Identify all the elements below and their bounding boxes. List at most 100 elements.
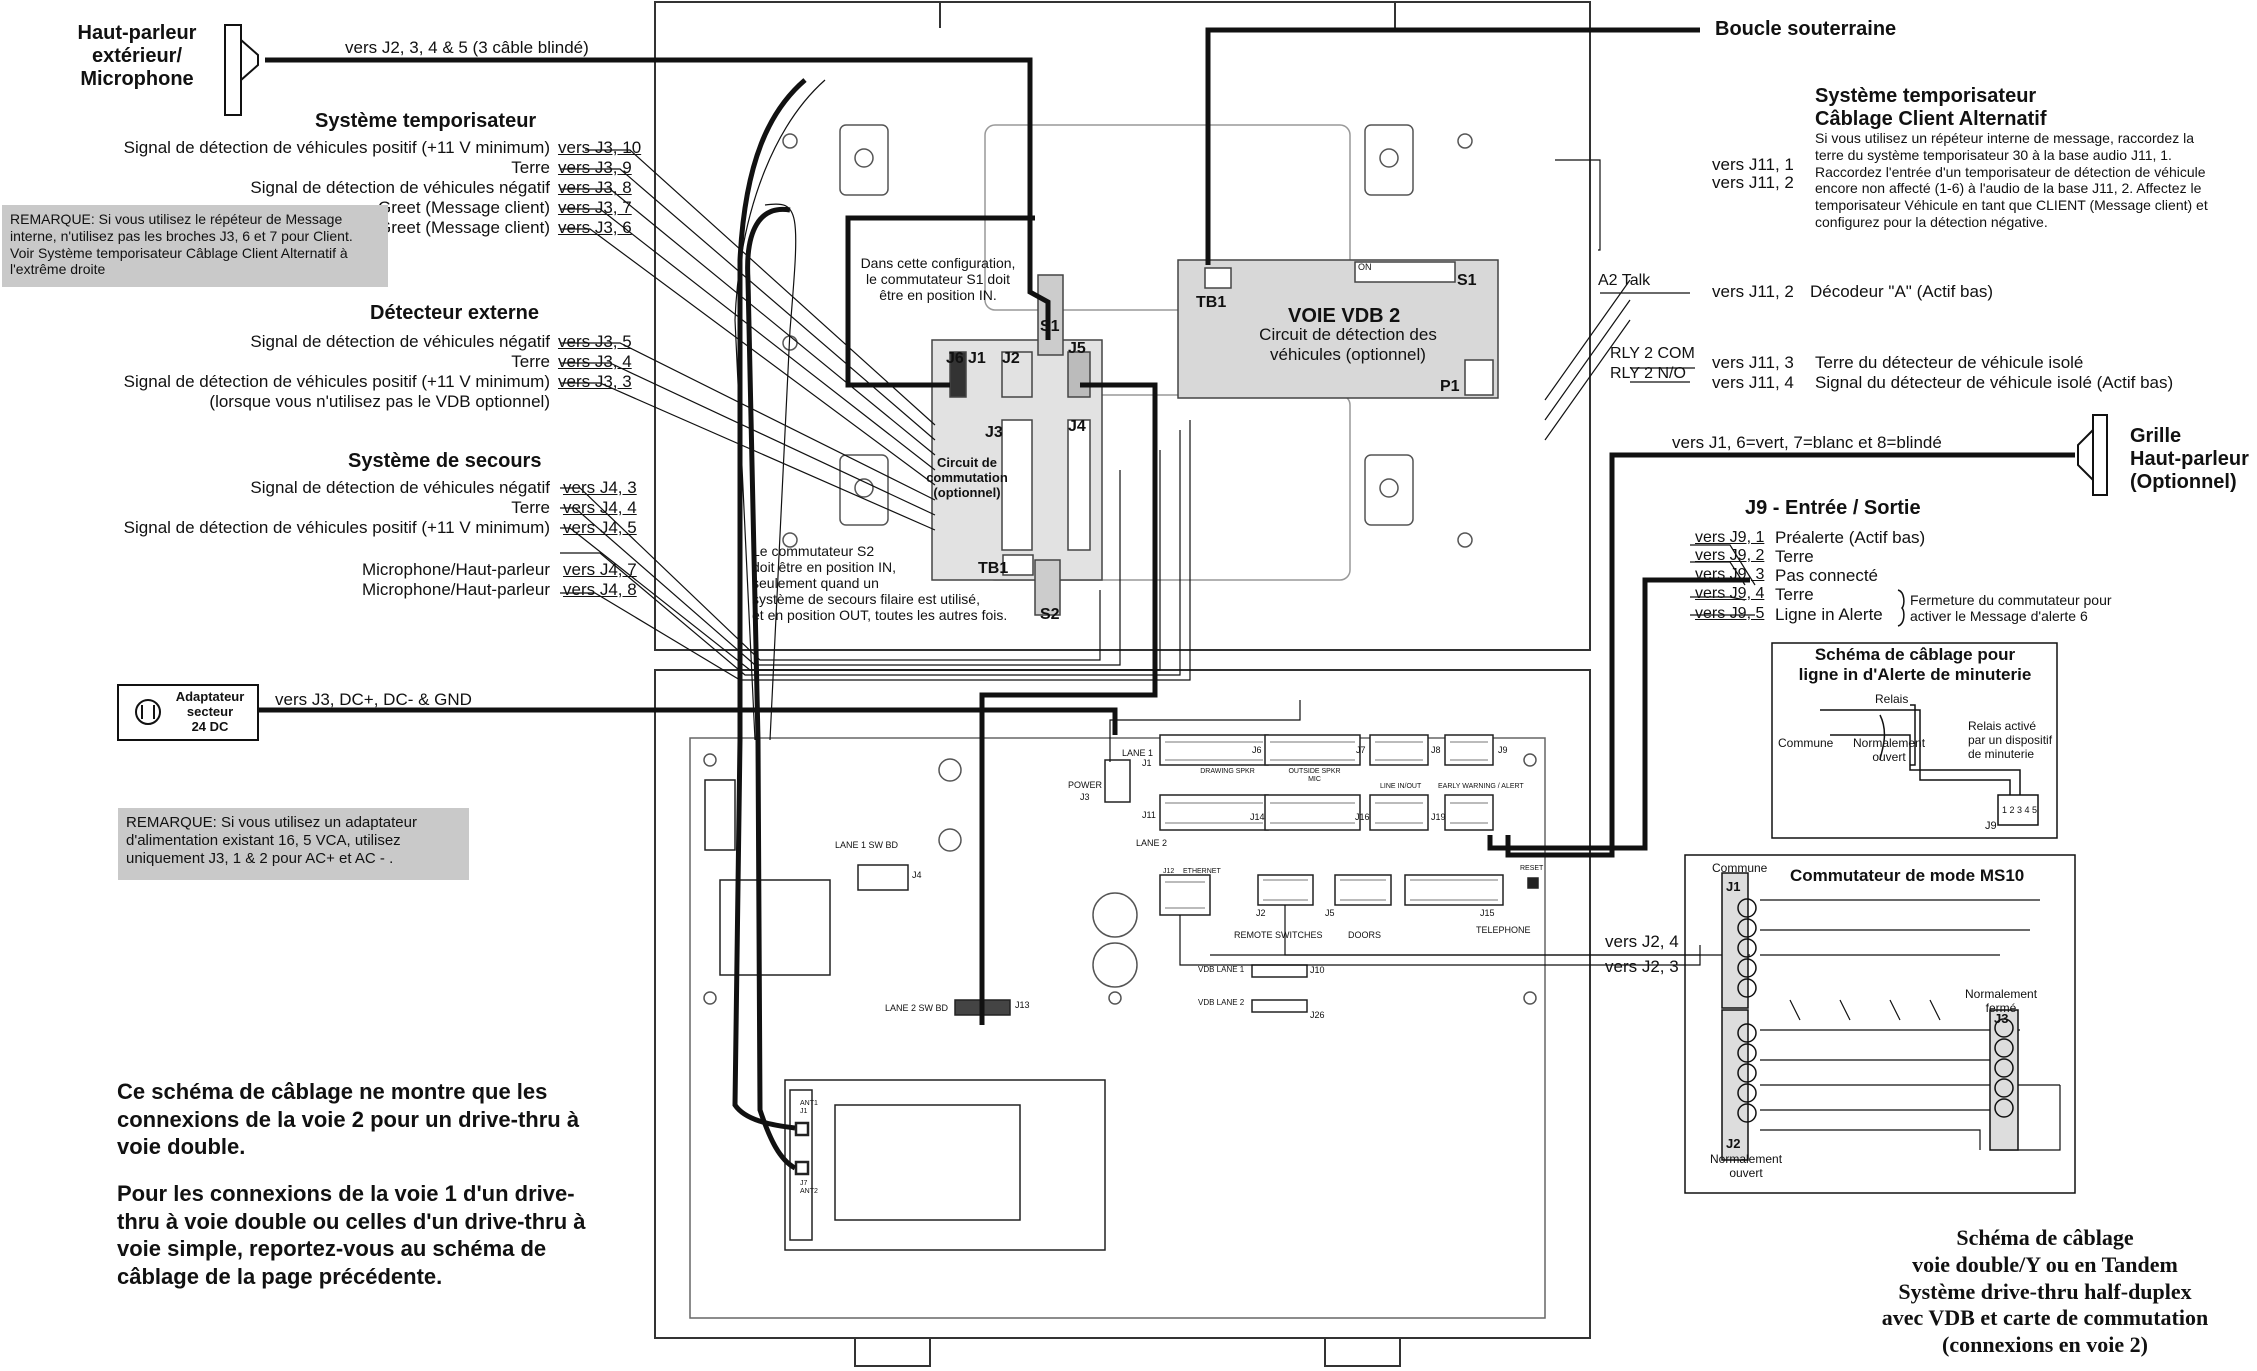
backup-item: Signal de détection de véhicules positif… xyxy=(123,518,550,537)
remark-note-2: REMARQUE: Si vous utilisez un adaptateur… xyxy=(118,808,469,880)
vdb-subtitle: Circuit de détection des véhicules (opti… xyxy=(1259,325,1437,364)
power-adapter-icon xyxy=(117,684,259,741)
backup-target: vers J4, 3 xyxy=(563,478,637,497)
adapter-label: Adaptateur secteur 24 DC xyxy=(175,689,245,734)
ms10-title: Commutateur de mode MS10 xyxy=(1790,866,2025,885)
vdb-lane2-label: VDB LANE 2 xyxy=(1198,998,1245,1007)
alert-relay-box xyxy=(1771,642,2058,839)
remark-note-1: REMARQUE: Si vous utilisez le répéteur d… xyxy=(2,205,388,287)
backup-item: Microphone/Haut-parleur xyxy=(361,560,550,579)
speaker-cable xyxy=(265,57,1051,340)
vdb-tb1-label: TB1 xyxy=(1196,294,1227,311)
j4-label: J4 xyxy=(1068,418,1086,435)
ant2-label: J7 ANT2 xyxy=(800,1180,818,1196)
early-warning-label: EARLY WARNING / ALERT xyxy=(1438,783,1524,790)
backup-target: vers J4, 7 xyxy=(563,560,637,579)
ant1-label: ANT1 J1 xyxy=(800,1100,818,1116)
board-j4-label: J4 xyxy=(912,870,922,880)
power-label: POWER xyxy=(1068,780,1103,790)
timer-item: Signal de détection de véhicules négatif xyxy=(250,178,550,197)
switch-card-label: Circuit de commutation (optionnel) xyxy=(926,455,1008,500)
alert-j9-label: J9 xyxy=(1985,820,1997,832)
caption-lane1: Pour les connexions de la voie 1 d'un dr… xyxy=(117,1181,586,1289)
a2talk-label: A2 Talk xyxy=(1598,272,1651,289)
rly-no-label: RLY 2 N/O xyxy=(1610,365,1686,382)
rly-com-label: RLY 2 COM xyxy=(1610,345,1695,362)
ms10-j2-label: J2 xyxy=(1726,1136,1741,1151)
relay-label: Relais xyxy=(1875,692,1909,706)
vdb-title: VOIE VDB 2 xyxy=(1288,305,1401,327)
board-j10-label: J10 xyxy=(1310,965,1325,975)
board-j14-label: J14 xyxy=(1250,812,1265,822)
board-j13-label: J13 xyxy=(1015,1000,1030,1010)
s2-label: S2 xyxy=(1040,606,1060,623)
board-j16-label: J16 xyxy=(1355,812,1370,822)
backup-target: vers J4, 4 xyxy=(563,498,637,517)
board-j2-label: J2 xyxy=(1256,908,1266,918)
j9-target: vers J9, 2 xyxy=(1695,547,1765,564)
reset-label: RESET xyxy=(1520,865,1544,872)
j3-label: J3 xyxy=(985,424,1003,441)
backup-target: vers J4, 5 xyxy=(563,518,637,537)
j9-brace xyxy=(1897,589,1905,627)
board-grid-pins xyxy=(1165,741,1498,909)
j2-label: J2 xyxy=(1002,350,1020,367)
detector-item: Terre xyxy=(511,352,550,371)
ms10-j3-label: J3 xyxy=(1994,1011,2009,1026)
board-j11-label: J11 xyxy=(1142,810,1156,820)
j2-target: vers J2, 4 xyxy=(1605,932,1679,951)
drawing-spkr-label: DRAWING SPKR xyxy=(1200,768,1255,775)
j9-desc: Terre xyxy=(1775,585,1814,604)
grille-wire-label: vers J1, 6=vert, 7=blanc et 8=blindé xyxy=(1672,433,1942,452)
wires-thin xyxy=(560,79,2061,1151)
alert-relay-title: Schéma de câblage pour ligne in d'Alerte… xyxy=(1798,645,2032,684)
backup-item: Terre xyxy=(511,498,550,517)
detector-title: Détecteur externe xyxy=(370,302,539,324)
commune-label: Commune xyxy=(1778,736,1834,750)
timer-item: Signal de détection de véhicules positif… xyxy=(123,138,550,157)
backup-target: vers J4, 8 xyxy=(563,580,637,599)
grille-label: Grille Haut-parleur (Optionnel) xyxy=(2130,425,2249,493)
detector-item: Signal de détection de véhicules positif… xyxy=(123,372,550,391)
speaker-wire-label: vers J2, 3, 4 & 5 (3 câble blindé) xyxy=(345,38,589,57)
j9-desc: Pas connecté xyxy=(1775,566,1879,585)
timer-target: vers J3, 8 xyxy=(558,178,632,197)
vdb-p1-label: P1 xyxy=(1440,378,1460,395)
j9-target: vers J9, 1 xyxy=(1695,529,1765,546)
switching-card xyxy=(931,274,1103,616)
ms10-commune-label: Commune xyxy=(1712,861,1768,875)
ms10-no-label: Normalement ouvert xyxy=(1710,1152,1783,1180)
footer-title: Schéma de câblage voie double/Y ou en Ta… xyxy=(1881,1225,2209,1358)
lane1-label: LANE 1 xyxy=(1122,748,1154,758)
timer-title: Système temporisateur xyxy=(315,110,537,132)
ms10-nf-label: Normalement fermé xyxy=(1965,987,2038,1015)
detector-target: vers J3, 5 xyxy=(558,332,632,351)
detector-target: vers J3, 4 xyxy=(558,352,632,371)
lane2-sw-label: LANE 2 SW BD xyxy=(885,1003,949,1013)
timer-target: vers J3, 7 xyxy=(558,198,632,217)
loop-label: Boucle souterraine xyxy=(1715,18,1897,40)
remote-switches-label: REMOTE SWITCHES xyxy=(1234,930,1323,940)
timer-item: Greet (Message client) xyxy=(378,218,550,237)
backup-item: Signal de détection de véhicules négatif xyxy=(250,478,550,497)
s1-note: Dans cette configuration, le commutateur… xyxy=(860,255,1016,304)
tb1-label: TB1 xyxy=(978,560,1009,577)
line-inout-label: LINE IN/OUT xyxy=(1380,783,1422,790)
alt-wiring-title: Système temporisateur Câblage Client Alt… xyxy=(1815,85,2047,130)
rly-target: vers J11, 4 xyxy=(1712,373,1794,392)
rly-target: vers J11, 3 xyxy=(1712,353,1794,372)
alt-wiring-text: Si vous utilisez un répéteur interne de … xyxy=(1815,130,2208,230)
board-j26-label: J26 xyxy=(1310,1010,1325,1020)
lane1-sw-label: LANE 1 SW BD xyxy=(835,840,899,850)
caption-lane2: Ce schéma de câblage ne montre que les c… xyxy=(117,1079,580,1159)
s1-label: S1 xyxy=(1040,318,1060,335)
board-j9-label: J9 xyxy=(1498,745,1508,755)
adapter-wire-label: vers J3, DC+, DC- & GND xyxy=(275,690,472,709)
detector-target: vers J3, 3 xyxy=(558,372,632,391)
rly-desc: Signal du détecteur de véhicule isolé (A… xyxy=(1815,373,2174,392)
j6-label: J6 xyxy=(946,350,964,367)
j2-target: vers J2, 3 xyxy=(1605,957,1679,976)
j1-label: J1 xyxy=(968,350,986,367)
backup-item: Microphone/Haut-parleur xyxy=(361,580,550,599)
